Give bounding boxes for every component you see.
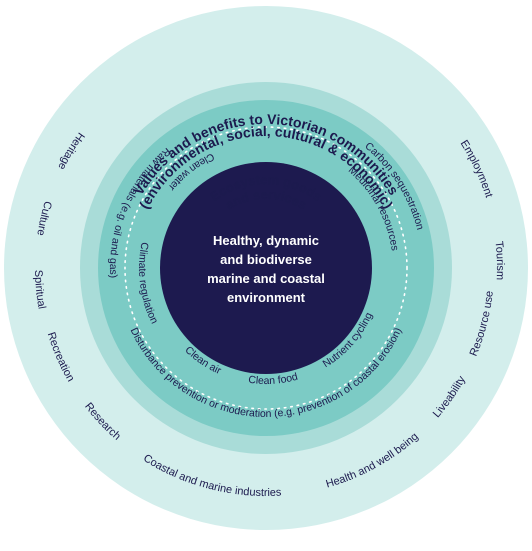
- outer-item-spiritual: Spiritual: [32, 270, 48, 310]
- center-line2: and biodiverse: [220, 252, 312, 267]
- outer-item-tourism: Tourism: [493, 241, 507, 281]
- core-circle: [160, 162, 372, 374]
- center-line1: Healthy, dynamic: [213, 233, 319, 248]
- center-line4: environment: [227, 290, 306, 305]
- center-line3: marine and coastal: [207, 271, 325, 286]
- dotted-divider: [124, 126, 408, 410]
